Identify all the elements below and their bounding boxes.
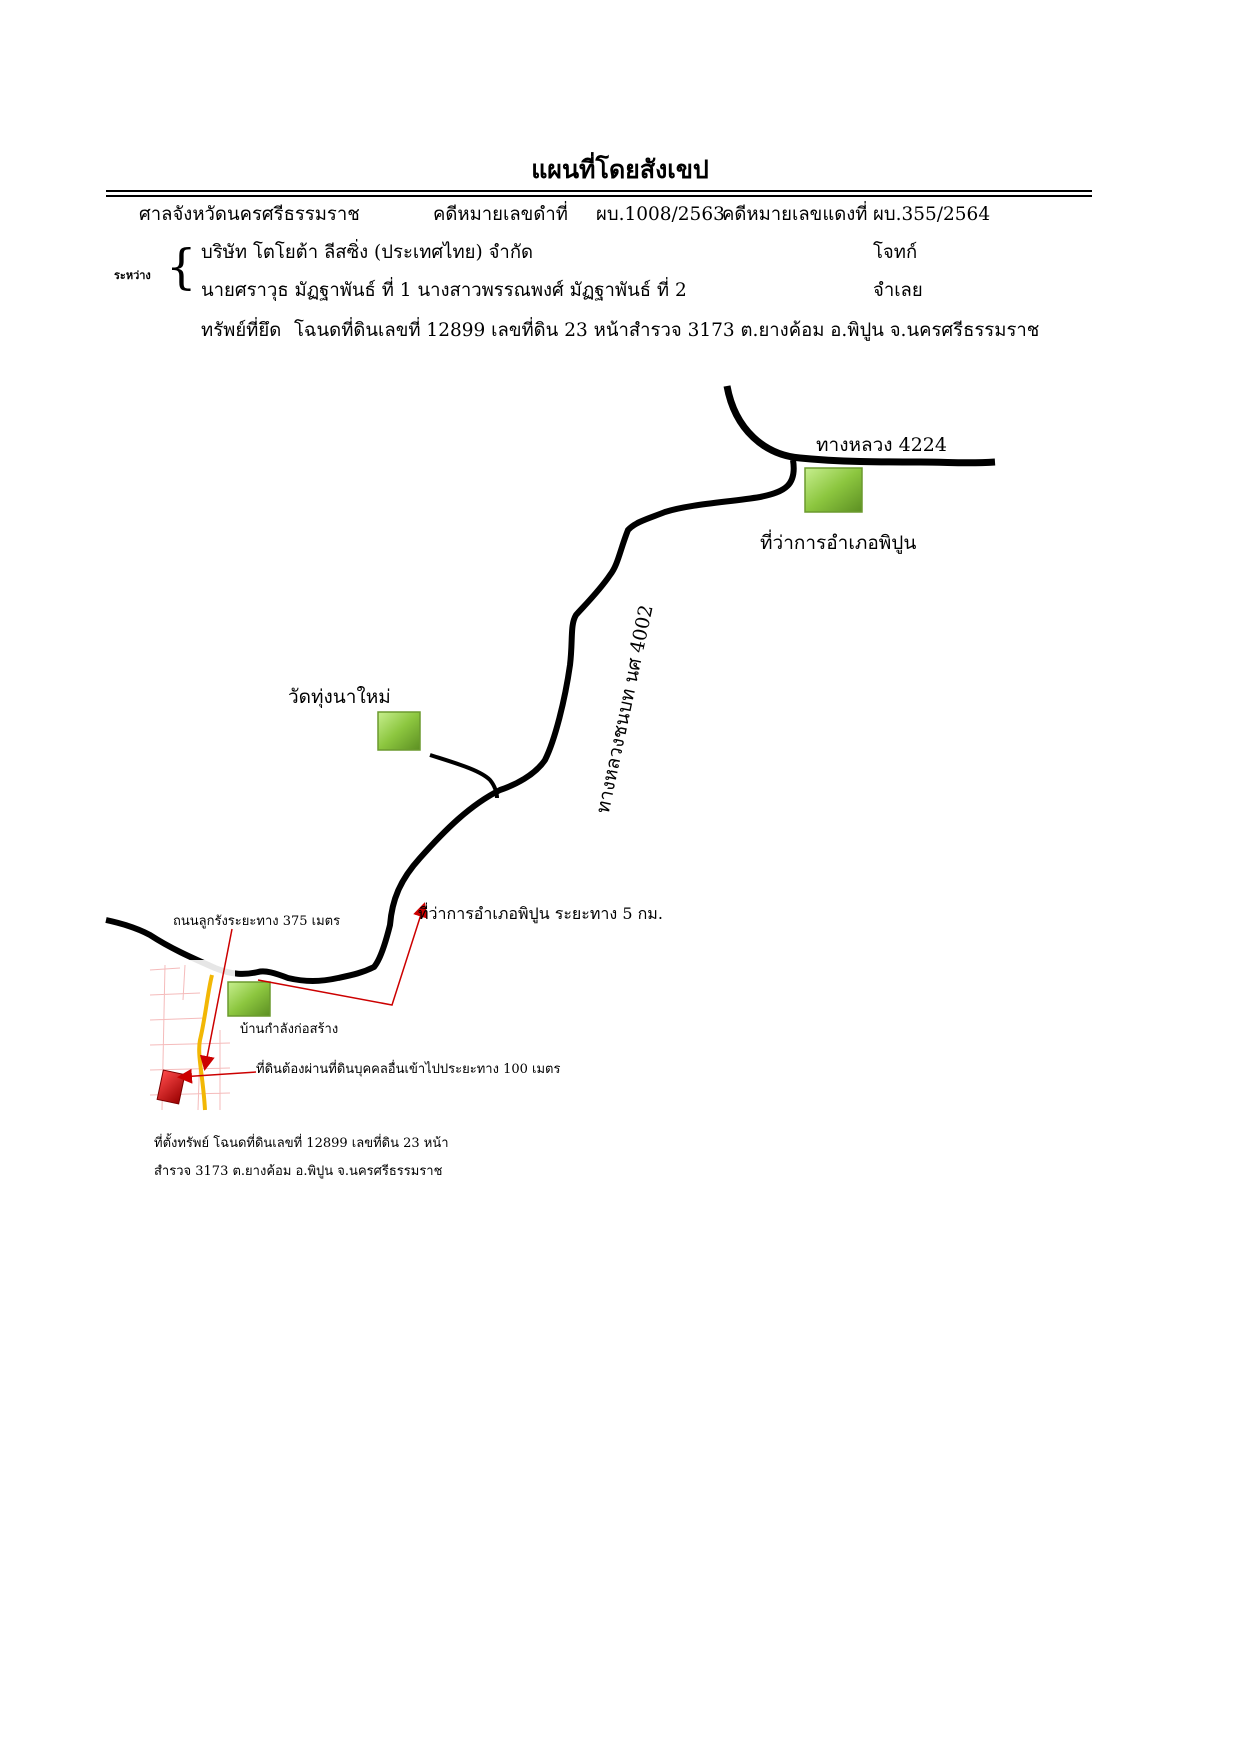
plaintiff-role: โจทก์ <box>873 242 918 263</box>
pass-through-label: ที่ดินต้องผ่านที่ดินบุคคลอื่นเข้าไปประยะ… <box>256 1062 561 1077</box>
defendant-names: นายศราวุธ มัฏฐาพันธ์ ที่ 1 นางสาวพรรณพงศ… <box>201 280 687 301</box>
district-distance-label: ที่ว่าการอำเภอพิปูน ระยะทาง 5 กม. <box>418 904 663 923</box>
local-yellow-road <box>197 974 214 1111</box>
highway-4224-label: ทางหลวง 4224 <box>816 434 947 456</box>
property-location-line1: ที่ตั้งทรัพย์ โฉนดที่ดินเลขที่ 12899 เลข… <box>154 1136 449 1151</box>
court-name: ศาลจังหวัดนครศรีธรรมราช <box>139 204 360 225</box>
seized-description: โฉนดที่ดินเลขที่ 12899 เลขที่ดิน 23 หน้า… <box>294 320 1040 341</box>
brace-icon: { <box>166 239 197 295</box>
black-case-label: คดีหมายเลขดำที่ <box>433 204 568 225</box>
plaintiff-name: บริษัท โตโยต้า ลีสซิ่ง (ประเทศไทย) จำกัด <box>201 242 534 263</box>
seized-label: ทรัพย์ที่ยึด <box>201 320 282 341</box>
page-title: แผนที่โดยสังเขป <box>531 155 709 184</box>
gravel-road-label: ถนนลูกรังระยะทาง 375 เมตร <box>173 914 341 929</box>
temple-label: วัดทุ่งนาใหม่ <box>288 686 391 708</box>
temple-marker <box>377 711 421 751</box>
red-case-number: ผบ.355/2564 <box>873 204 991 225</box>
house-marker <box>227 981 271 1017</box>
district-distance-arrow <box>257 902 428 1006</box>
district-office-label: ที่ว่าการอำเภอพิปูน <box>760 532 917 554</box>
header-rule-bottom <box>106 195 1092 197</box>
rural-road-4002 <box>105 459 797 984</box>
highway-4224-road <box>723 385 996 467</box>
pass-through-arrow <box>177 1068 257 1084</box>
temple-branch-road <box>429 753 499 799</box>
header-rule-top <box>106 190 1092 192</box>
property-location-line2: สำรวจ 3173 ต.ยางค้อม อ.พิปูน จ.นครศรีธรร… <box>154 1164 443 1179</box>
gravel-road-arrow <box>199 928 233 1071</box>
black-case-number: ผบ.1008/2563 <box>596 204 725 225</box>
house-construction-label: บ้านกำลังก่อสร้าง <box>240 1022 339 1037</box>
red-case-label: คดีหมายเลขแดงที่ <box>722 204 868 225</box>
district-office-marker <box>804 467 863 513</box>
between-label: ระหว่าง <box>114 269 151 282</box>
defendant-role: จำเลย <box>873 280 923 301</box>
